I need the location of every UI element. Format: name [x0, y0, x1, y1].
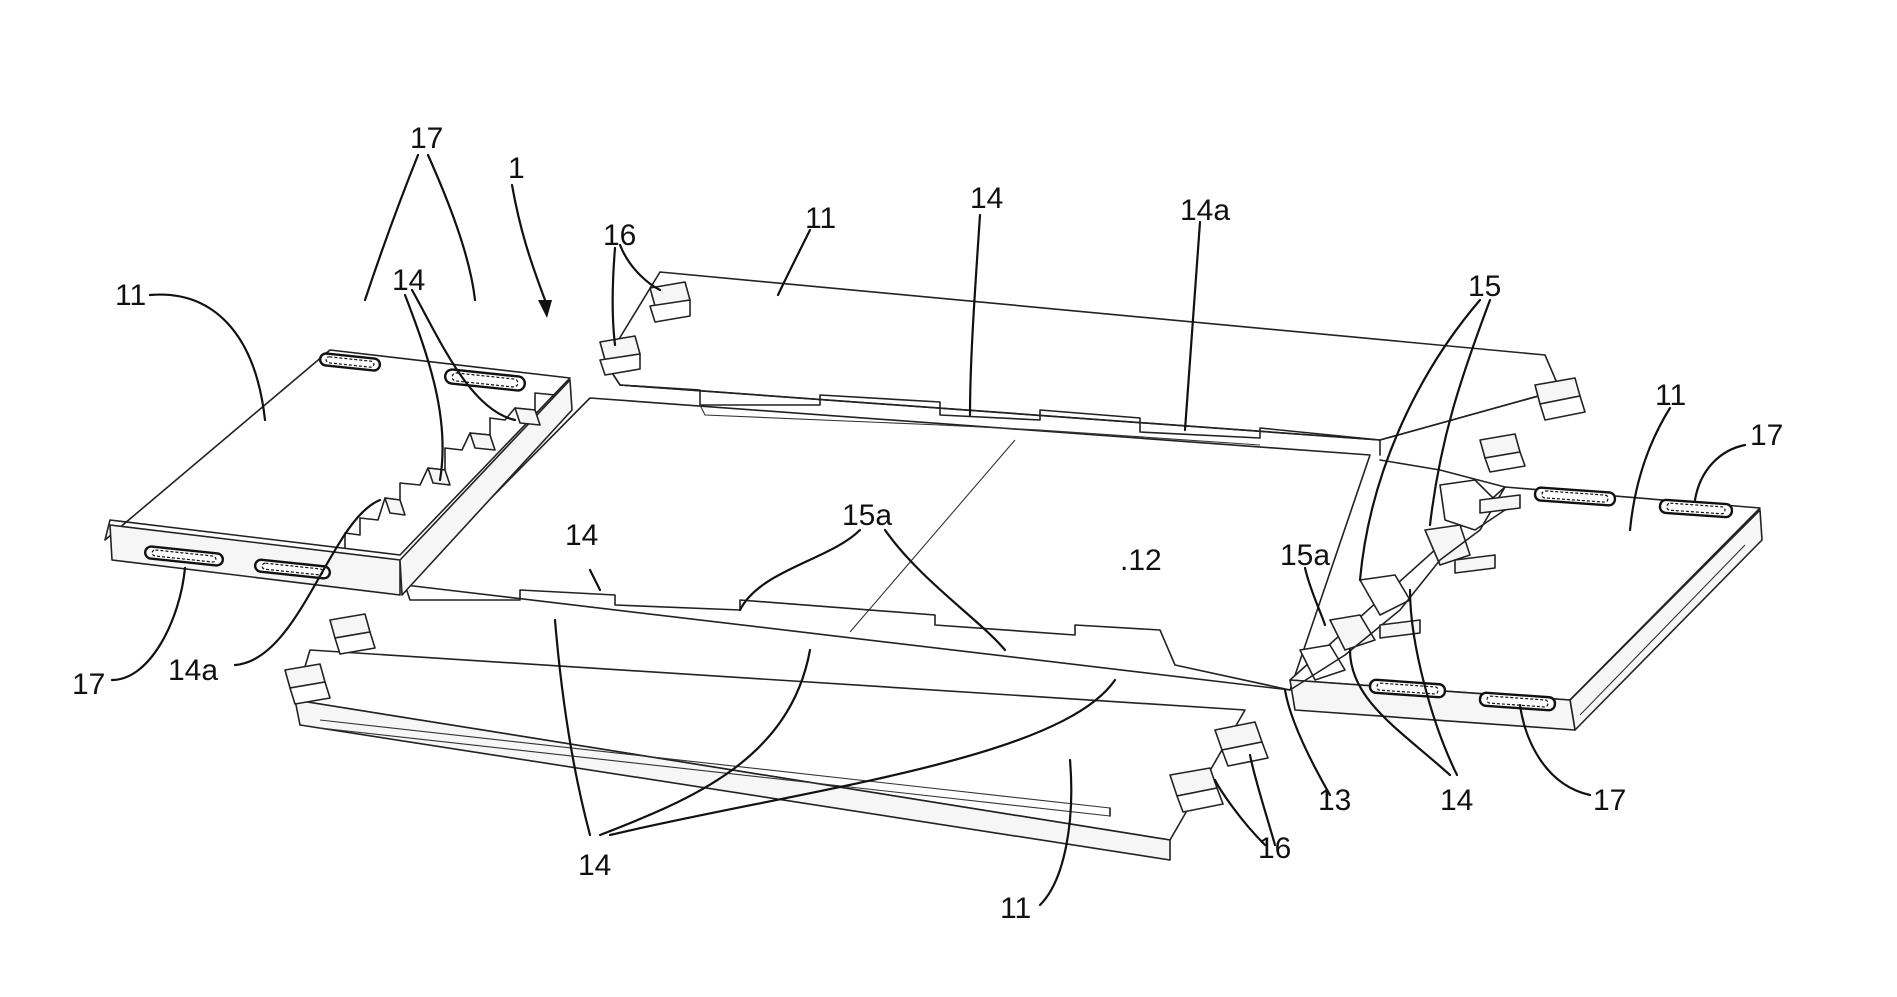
label-16-bottom: 16: [1258, 832, 1291, 865]
label-14a-left: 14a: [168, 654, 218, 687]
label-17-left-bottom: 17: [72, 668, 105, 701]
label-17-top-left: 17: [410, 122, 443, 155]
latch-16-bottom-a: [1215, 722, 1268, 766]
label-14-top: 14: [970, 182, 1003, 215]
label-15a-center: 15a: [842, 499, 892, 532]
label-14-bottom: 14: [578, 849, 611, 882]
label-11-top: 11: [805, 202, 836, 235]
latch-16-top-b: [600, 336, 640, 375]
label-15: 15: [1468, 270, 1501, 303]
label-12: .12: [1120, 544, 1162, 577]
label-16-top: 16: [603, 219, 636, 252]
label-11-bottom: 11: [1000, 892, 1031, 925]
label-14-left: 14: [392, 264, 425, 297]
latch-top-right-b: [1480, 434, 1525, 472]
latch-bottom-left-a: [330, 614, 375, 654]
label-15a-right: 15a: [1280, 539, 1330, 572]
center-panel: [405, 398, 1370, 690]
label-11-right: 11: [1655, 379, 1686, 412]
label-14a-top: 14a: [1180, 194, 1230, 227]
label-11-left: 11: [115, 279, 146, 312]
label-14-center: 14: [565, 519, 598, 552]
label-1: 1: [508, 152, 525, 185]
latch-top-right-a: [1535, 378, 1585, 420]
label-17-right-bottom: 17: [1593, 784, 1626, 817]
label-17-right-top: 17: [1750, 419, 1783, 452]
label-13: 13: [1318, 784, 1351, 817]
label-14-right: 14: [1440, 784, 1473, 817]
